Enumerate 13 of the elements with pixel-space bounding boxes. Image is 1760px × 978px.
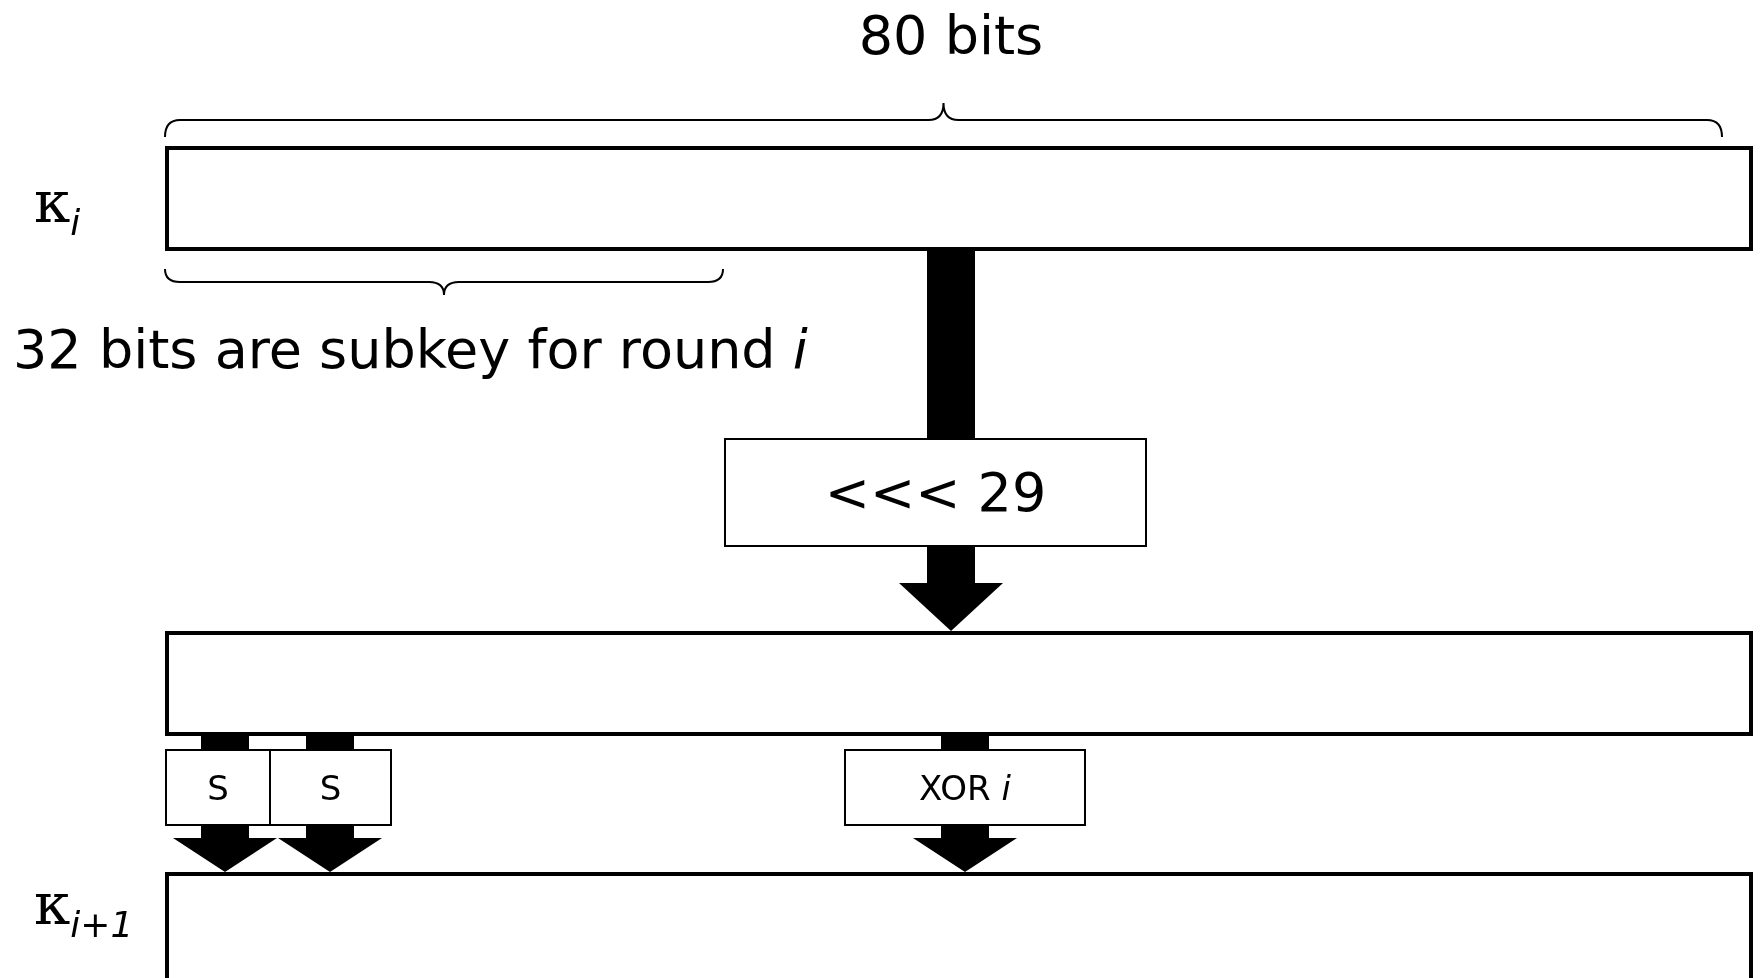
register-box xyxy=(165,631,1753,736)
arrow xyxy=(173,826,277,872)
bit-width-label: 32 bits are subkey for round i xyxy=(13,318,808,381)
arrow xyxy=(899,547,1003,631)
operation-box: S xyxy=(165,749,271,826)
operation-box: <<< 29 xyxy=(724,438,1147,547)
key-label: κ$_{i+1}$ xyxy=(34,870,134,945)
bit-width-label: 80 bits xyxy=(858,4,1044,67)
operation-box: S xyxy=(269,749,392,826)
operation-box: XOR i xyxy=(844,749,1086,826)
arrow xyxy=(278,826,382,872)
key-label: κ$_{i}$ xyxy=(34,168,81,243)
arrow xyxy=(913,826,1017,872)
